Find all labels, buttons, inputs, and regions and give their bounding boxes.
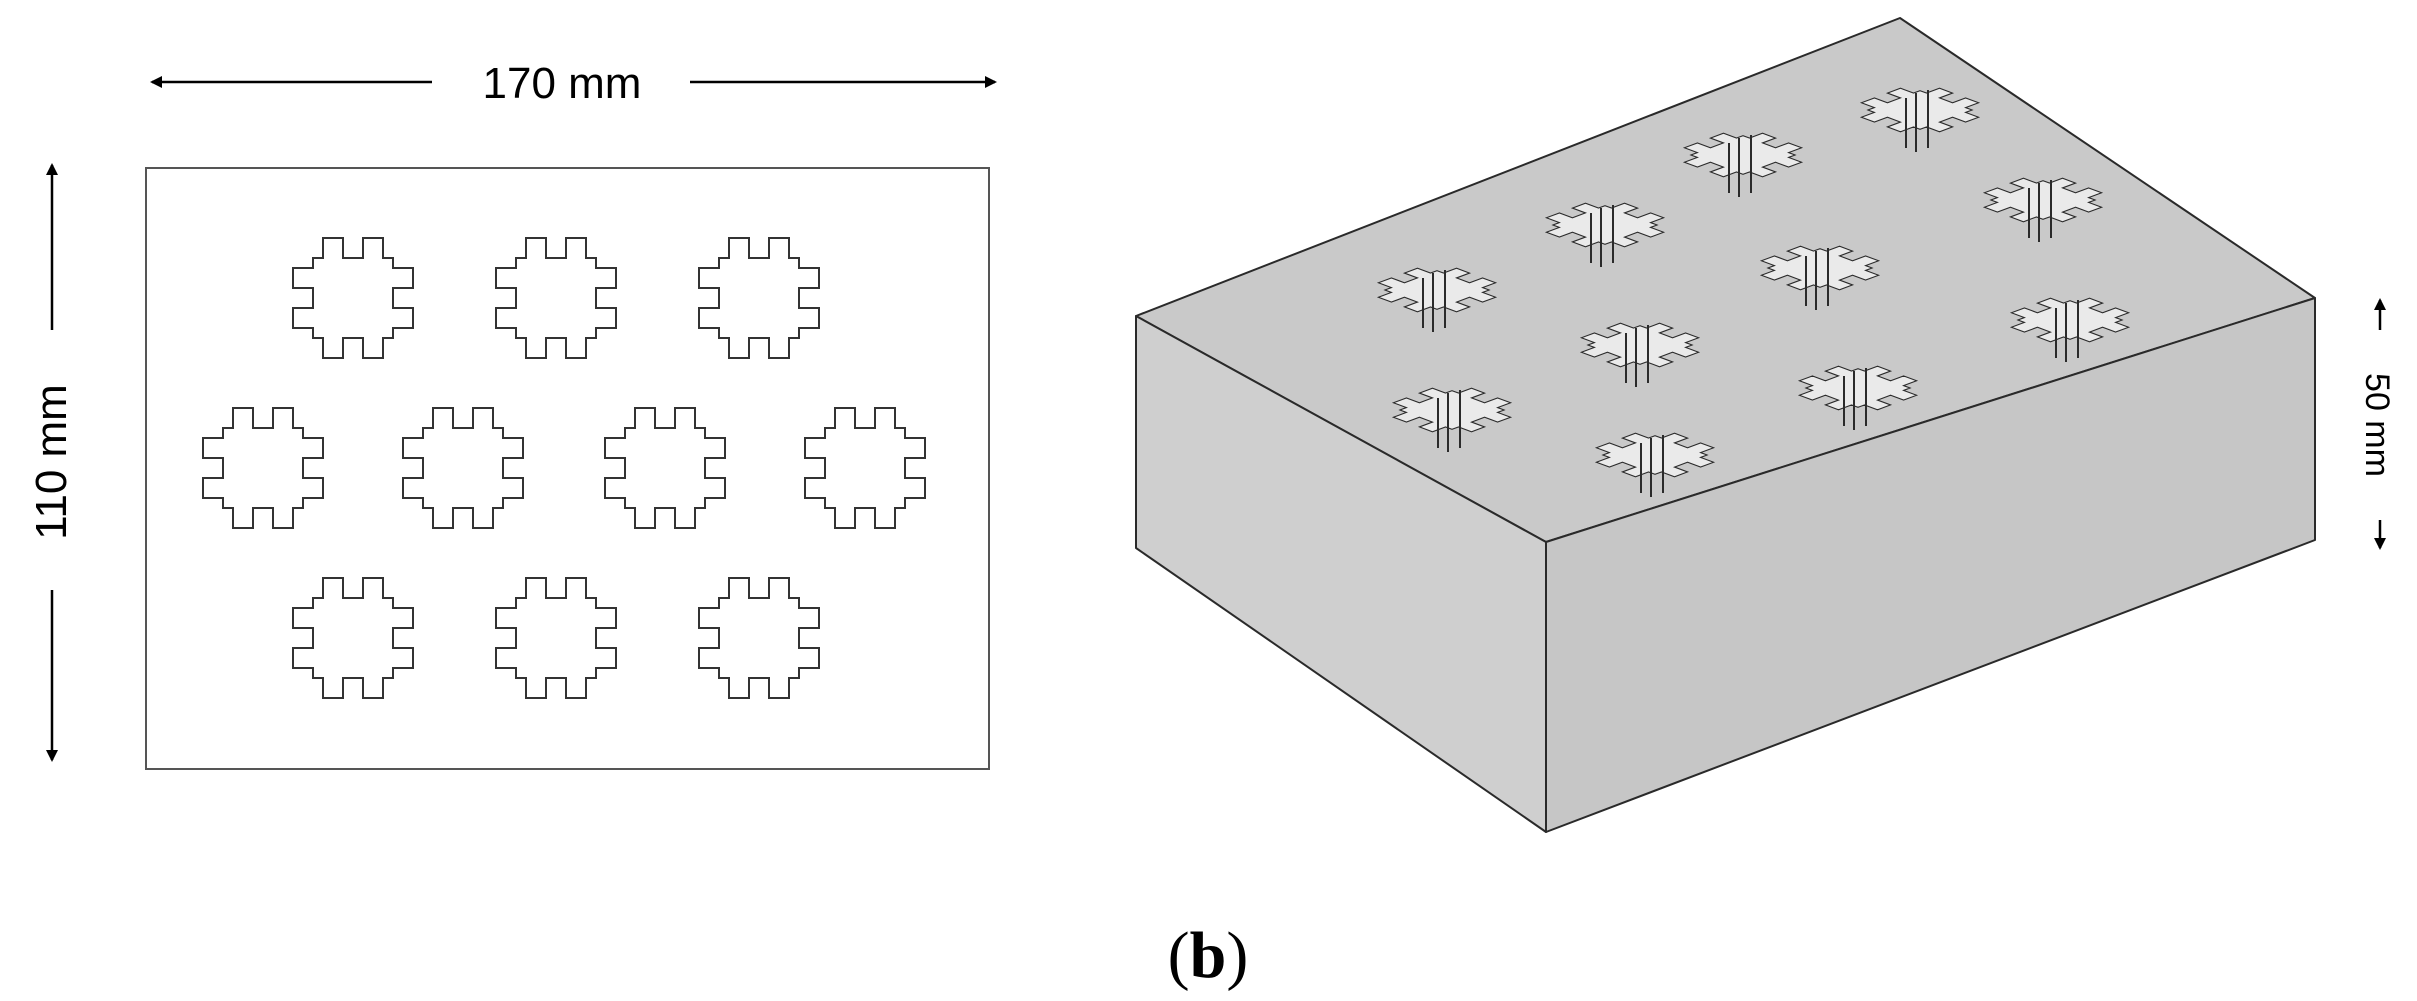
- caption-text: (b): [1168, 919, 1249, 992]
- iso-cutout-wall: [1905, 90, 1929, 152]
- block-right-face: [1545, 297, 2316, 833]
- height-label: 110 mm: [27, 384, 76, 540]
- iso-cutout-wall: [1422, 270, 1446, 332]
- top-view: 170 mm 110 mm: [27, 59, 997, 770]
- caption-letter: b: [1190, 919, 1227, 992]
- iso-cutout-wall: [1625, 325, 1649, 387]
- iso-cutout-wall: [1640, 435, 1664, 497]
- iso-cutout-wall: [1590, 205, 1614, 267]
- depth-label: 50 mm: [2358, 373, 2396, 477]
- caption-open: (: [1168, 919, 1190, 992]
- width-label: 170 mm: [483, 59, 642, 108]
- iso-cutout-wall: [1805, 248, 1829, 310]
- iso-view: 50 mm: [1135, 17, 2396, 833]
- iso-cutout-wall: [1728, 135, 1752, 197]
- depth-dimension: 50 mm: [2358, 298, 2396, 550]
- iso-cutout-wall: [1437, 390, 1461, 452]
- caption-close: ): [1226, 919, 1248, 992]
- iso-cutout-wall: [1843, 368, 1867, 430]
- cutouts-iso-view: [1357, 79, 2150, 497]
- caption: (b): [1168, 919, 1249, 992]
- iso-cutout-wall: [2055, 300, 2079, 362]
- height-dimension: 110 mm: [27, 163, 76, 762]
- iso-cutout-wall: [2028, 180, 2052, 242]
- width-dimension: 170 mm: [150, 59, 997, 108]
